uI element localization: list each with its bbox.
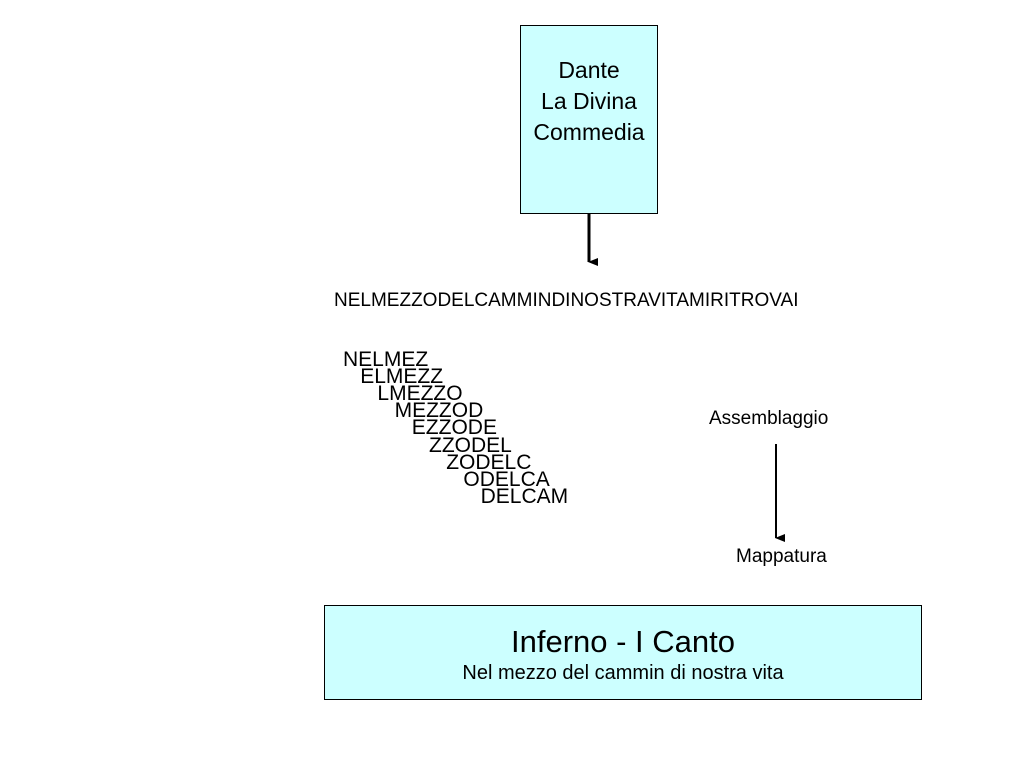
- concatenated-sequence: NELMEZZODELCAMMINDINOSTRAVITAMIRITROVAI: [334, 290, 799, 311]
- source-author: Dante: [558, 57, 620, 83]
- mapping-label: Mappatura: [736, 546, 827, 567]
- source-title-line-2: Commedia: [533, 119, 645, 145]
- source-text-box: Dante La Divina Commedia: [520, 25, 658, 214]
- result-box: Inferno - I Canto Nel mezzo del cammin d…: [324, 605, 922, 700]
- source-title-line-1: La Divina: [541, 88, 637, 114]
- assembly-label: Assemblaggio: [709, 408, 829, 429]
- result-title: Inferno - I Canto: [510, 624, 735, 659]
- result-subtitle: Nel mezzo del cammin di nostra vita: [462, 662, 784, 684]
